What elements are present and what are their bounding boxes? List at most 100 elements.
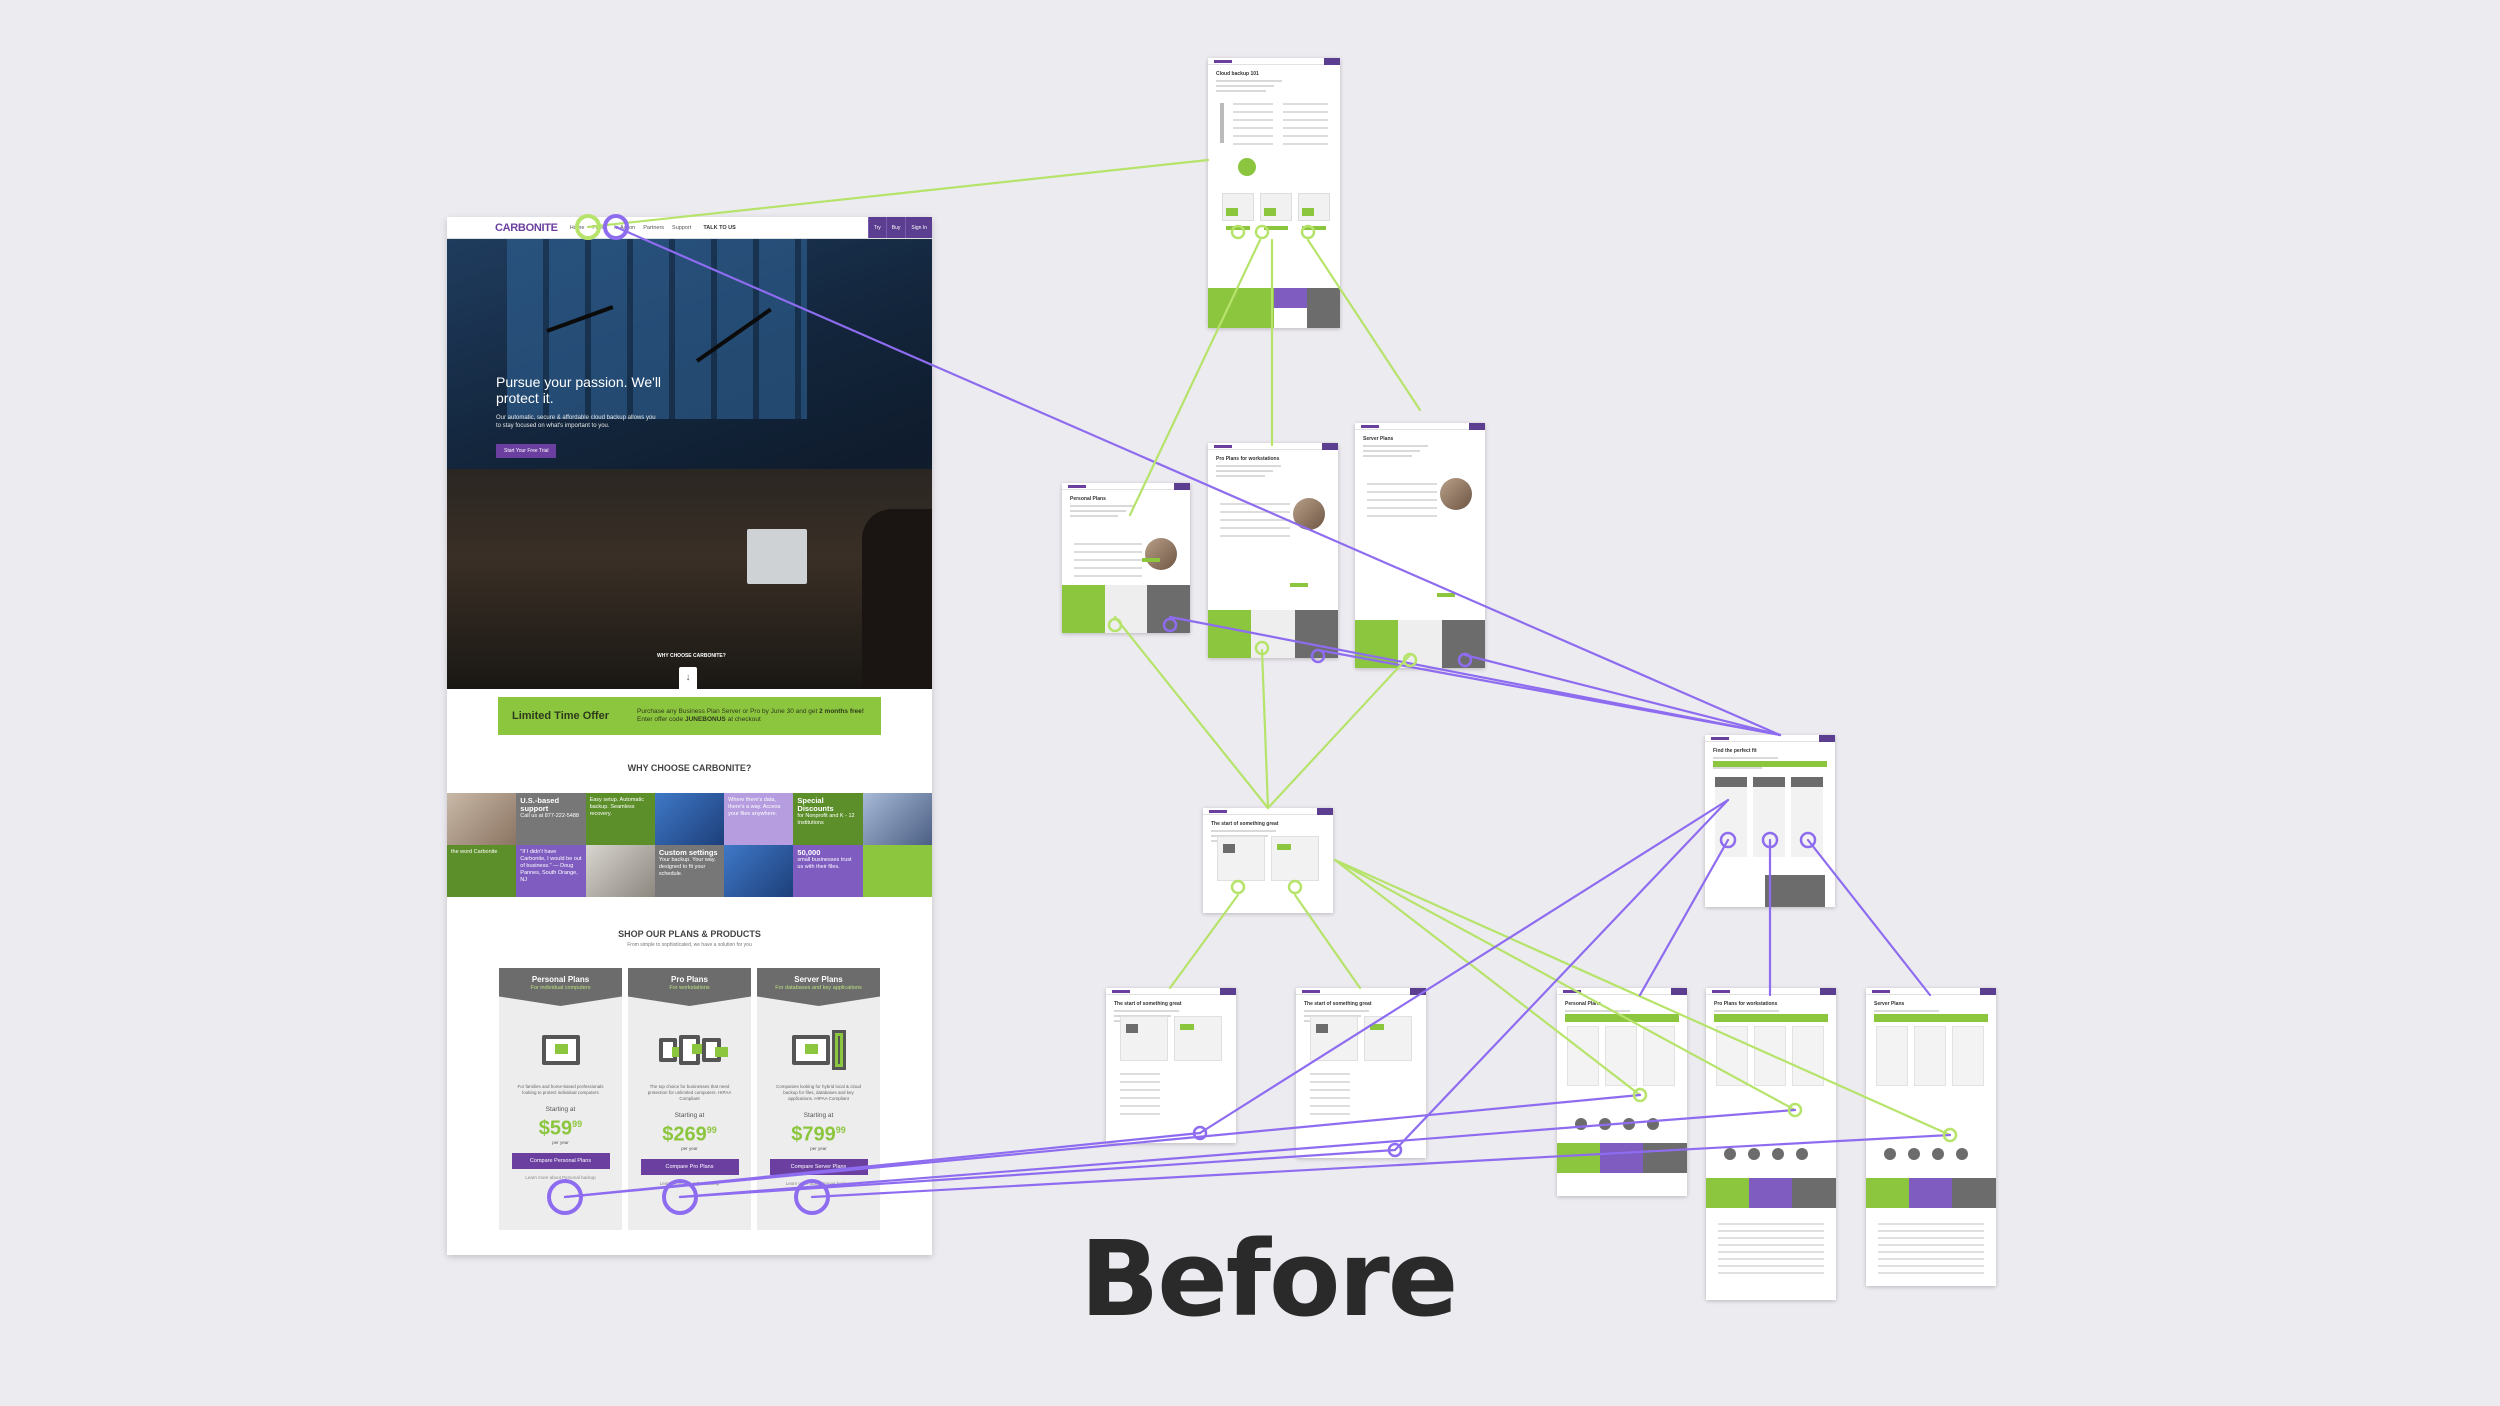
thumb-text-line [1220, 519, 1290, 521]
thumb-panel [1217, 836, 1265, 881]
thumbnail-personal-plans[interactable]: Personal Plans [1062, 483, 1190, 633]
thumbnail-find-the-perfect-fit[interactable]: Find the perfect fit [1705, 735, 1835, 907]
thumbnail-pro-plans[interactable]: Pro Plans for workstations [1208, 443, 1338, 658]
thumb-footer-tile [1208, 288, 1274, 328]
why-tile-text: Easy setup. Automatic backup. Seamless r… [590, 797, 644, 817]
thumb-nav-bar [1557, 988, 1687, 995]
why-tile[interactable] [863, 845, 932, 897]
thumb-text-line [1216, 85, 1274, 87]
thumbnail-compare-personal[interactable]: Personal Plans [1557, 988, 1687, 1196]
why-tile[interactable] [447, 793, 516, 845]
plan-learn-more[interactable]: Learn more about Server backup [757, 1181, 880, 1186]
thumb-footer-tile [1952, 1178, 1996, 1208]
why-tile[interactable] [724, 845, 793, 897]
plan-name: Pro Plans [628, 975, 751, 984]
hero-subtitle: Our automatic, secure & affordable cloud… [496, 414, 661, 430]
nav-item-plans[interactable]: Plans [592, 225, 606, 231]
thumbnail-compare-server[interactable]: Server Plans [1866, 988, 1996, 1286]
plan-header: Pro Plans For workstations [628, 968, 751, 1006]
why-heading: WHY CHOOSE CARBONITE? [447, 763, 932, 773]
carbonite-logo[interactable]: CARBONITE [495, 222, 558, 234]
thumb-text-line [1233, 135, 1273, 137]
thumbnail-cloud-backup-101[interactable]: Cloud backup 101 [1208, 58, 1340, 328]
thumbnail-trial-start-2[interactable]: The start of something great [1106, 988, 1236, 1143]
thumb-plan-column [1792, 1026, 1824, 1086]
thumb-text-line [1220, 511, 1290, 513]
thumbnail-trial-start-1[interactable]: The start of something great [1203, 808, 1333, 913]
thumb-title: Server Plans [1355, 430, 1485, 442]
nav-actions: Try Buy Sign In [868, 217, 932, 238]
thumb-table-row [1878, 1230, 1984, 1232]
thumb-text-line [1310, 1105, 1350, 1107]
thumb-green-bar [1874, 1014, 1988, 1022]
thumb-footer-tile [1355, 620, 1398, 668]
nav-phone[interactable]: TALK TO US [703, 225, 736, 231]
why-tile[interactable] [863, 793, 932, 845]
why-tile[interactable] [586, 845, 655, 897]
scroll-down-icon[interactable]: ↓ [679, 667, 697, 689]
nav-item-partners[interactable]: Partners [643, 225, 664, 231]
thumb-feature-icon [1623, 1118, 1635, 1130]
thumb-footer-tile [1909, 1178, 1952, 1208]
plan-learn-more[interactable]: Learn more about Pro backup [628, 1181, 751, 1186]
why-tile[interactable] [655, 793, 724, 845]
thumb-monitor [1316, 1024, 1328, 1033]
thumb-footer-tile [1643, 1143, 1687, 1173]
thumb-text-line [1310, 1089, 1350, 1091]
thumb-nav-bar [1062, 483, 1190, 490]
compare-personal-plans-button[interactable]: Compare Personal Plans [512, 1153, 610, 1169]
buy-button[interactable]: Buy [886, 217, 906, 238]
thumb-text-line [1233, 119, 1273, 121]
thumb-feature-icon [1908, 1148, 1920, 1160]
nav-item-support[interactable]: Support [672, 225, 691, 231]
thumb-plan-header [1715, 777, 1747, 787]
thumb-photo [1293, 498, 1325, 530]
top-nav: CARBONITE Home Plans In Action Partners … [447, 217, 932, 239]
thumbnail-compare-pro[interactable]: Pro Plans for workstations [1706, 988, 1836, 1300]
thumb-table-row [1878, 1244, 1984, 1246]
thumb-feature-icon [1724, 1148, 1736, 1160]
thumbnail-trial-start-3[interactable]: The start of something great [1296, 988, 1426, 1158]
thumb-table-row [1878, 1265, 1984, 1267]
why-tile[interactable]: the word Carbonite [447, 845, 516, 897]
thumb-table-row [1718, 1230, 1824, 1232]
why-choose-link[interactable]: WHY CHOOSE CARBONITE? [657, 653, 726, 659]
thumb-text-line [1310, 1113, 1350, 1115]
compare-pro-plans-button[interactable]: Compare Pro Plans [641, 1159, 739, 1175]
thumb-text-line [1120, 1097, 1160, 1099]
thumb-text-line [1367, 491, 1437, 493]
plans-row: Personal Plans For individual computers … [447, 968, 932, 1230]
free-trial-button[interactable]: Start Your Free Trial [496, 444, 556, 458]
thumb-text-line [1211, 830, 1276, 832]
why-tile[interactable]: Where there's data, there's a way. Acces… [724, 793, 793, 845]
thumb-table-row [1718, 1265, 1824, 1267]
limited-offer-banner: Limited Time Offer Purchase any Business… [498, 697, 881, 735]
thumb-table-row [1878, 1223, 1984, 1225]
plan-price: $79999 [757, 1119, 880, 1146]
thumb-text-line [1565, 1010, 1630, 1012]
try-button[interactable]: Try [868, 217, 886, 238]
thumb-text-line [1074, 567, 1142, 569]
thumb-text-line [1074, 543, 1142, 545]
plan-per: per year [499, 1140, 622, 1145]
before-caption: Before [1080, 1218, 1456, 1340]
why-tile[interactable]: "If I didn't have Carbonite, I would be … [516, 845, 585, 897]
why-tile[interactable]: Easy setup. Automatic backup. Seamless r… [586, 793, 655, 845]
nav-item-in-action[interactable]: In Action [614, 225, 635, 231]
thumbnail-server-plans[interactable]: Server Plans [1355, 423, 1485, 668]
plan-learn-more[interactable]: Learn more about Personal backup [499, 1175, 622, 1180]
thumb-table-row [1878, 1272, 1984, 1274]
sign-in-button[interactable]: Sign In [905, 217, 932, 238]
thumb-plan-card [1222, 193, 1254, 221]
thumb-text-line [1233, 103, 1273, 105]
offer-code: JUNEBONUS [685, 716, 726, 723]
nav-item-home[interactable]: Home [570, 225, 585, 231]
thumb-text-line [1283, 103, 1328, 105]
thumb-footer-tile [1062, 585, 1105, 633]
compare-server-plans-button[interactable]: Compare Server Plans [770, 1159, 868, 1175]
